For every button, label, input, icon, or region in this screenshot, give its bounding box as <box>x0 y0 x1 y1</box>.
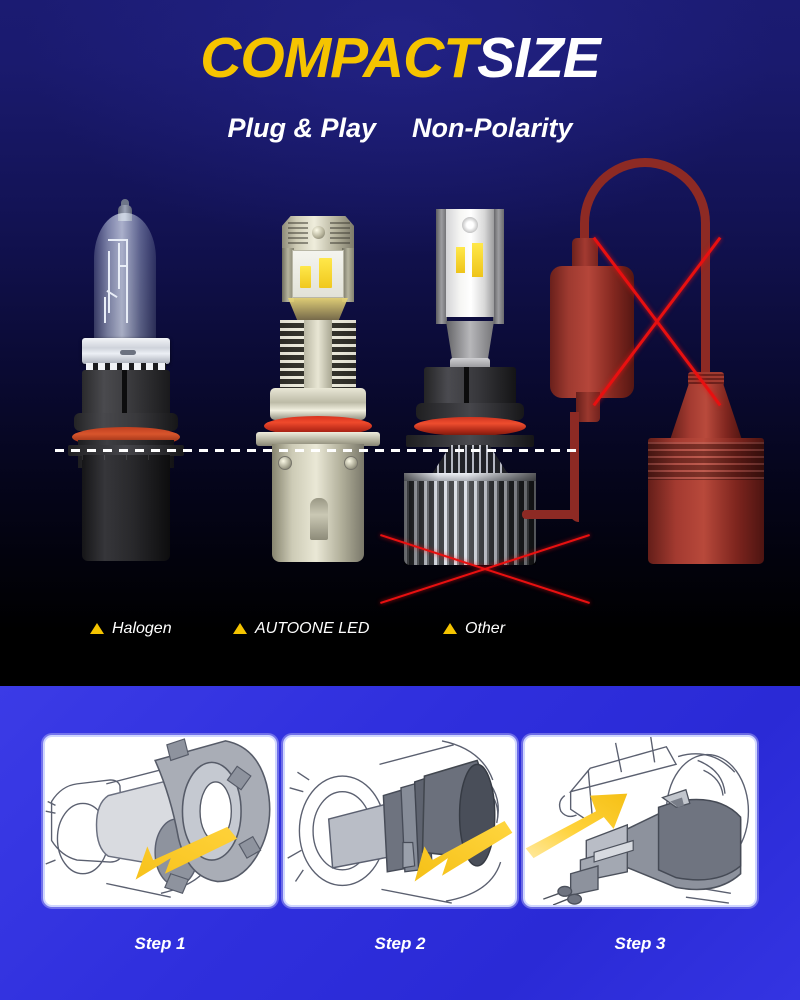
heatsink-fins <box>332 320 356 392</box>
arrow-icon <box>135 826 238 880</box>
alignment-dashed-line <box>55 449 577 452</box>
step-label-1: Step 1 <box>134 934 186 953</box>
arrow-icon <box>525 793 628 859</box>
subtitle-plug-and-play: Plug & Play <box>227 113 377 143</box>
halogen-bulb-image <box>58 195 218 575</box>
led-chip <box>300 266 311 288</box>
headline-primary: COMPACT <box>200 26 478 90</box>
rejected-x-mark-other <box>380 520 590 620</box>
triangle-up-icon <box>233 623 247 634</box>
remove-halogen-bulb-icon <box>287 740 513 904</box>
external-driver-box-image <box>522 150 790 580</box>
triangle-up-icon <box>443 623 457 634</box>
led-glow <box>288 298 348 324</box>
filament-detail <box>102 237 148 325</box>
led-chip <box>456 247 465 273</box>
step-label-3: Step 3 <box>614 934 666 953</box>
o-ring <box>264 416 372 436</box>
legend-label: AUTOONE LED <box>255 620 370 637</box>
led-chip <box>472 243 483 277</box>
hero-subtitle: Plug & Play Non-Polarity <box>0 113 800 144</box>
heatsink-fins <box>280 320 304 392</box>
legend-item-halogen: Halogen <box>90 618 172 640</box>
autoone-led-bulb-image <box>238 198 398 578</box>
driver-module <box>550 266 634 398</box>
led-chip <box>319 258 332 288</box>
page-title: COMPACTSIZE <box>0 30 800 87</box>
legend-item-autoone-led: AUTOONE LED <box>233 618 369 640</box>
legend-label: Halogen <box>112 620 172 637</box>
arrow-icon <box>414 821 513 882</box>
legend-label: Other <box>465 620 506 637</box>
headline-secondary: SIZE <box>477 26 601 90</box>
legend-item-other: Other <box>443 618 505 640</box>
driver-canister <box>648 438 764 564</box>
subtitle-non-polarity: Non-Polarity <box>412 113 573 143</box>
step-card-1 <box>43 735 277 907</box>
o-ring <box>414 417 526 436</box>
step-card-2 <box>283 735 517 907</box>
remove-dust-cover-icon <box>45 738 271 898</box>
comparison-legend: Halogen AUTOONE LED Other <box>0 618 800 648</box>
rejected-x-mark-driver <box>540 150 790 580</box>
step-label-2: Step 2 <box>374 934 426 953</box>
driver-cable <box>580 158 710 278</box>
connect-plug-icon <box>525 737 750 905</box>
step-card-3 <box>523 735 757 907</box>
triangle-up-icon <box>90 623 104 634</box>
installation-steps-section: Step 1 Step 2 Step 3 <box>0 686 800 1000</box>
hero-section: COMPACTSIZE Plug & Play Non-Polarity <box>0 0 800 686</box>
